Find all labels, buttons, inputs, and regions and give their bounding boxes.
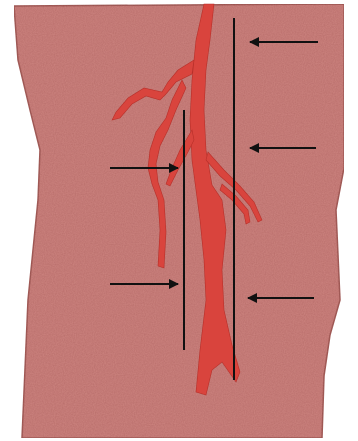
diagram-canvas bbox=[0, 0, 358, 441]
vessel-diagram bbox=[0, 0, 358, 441]
